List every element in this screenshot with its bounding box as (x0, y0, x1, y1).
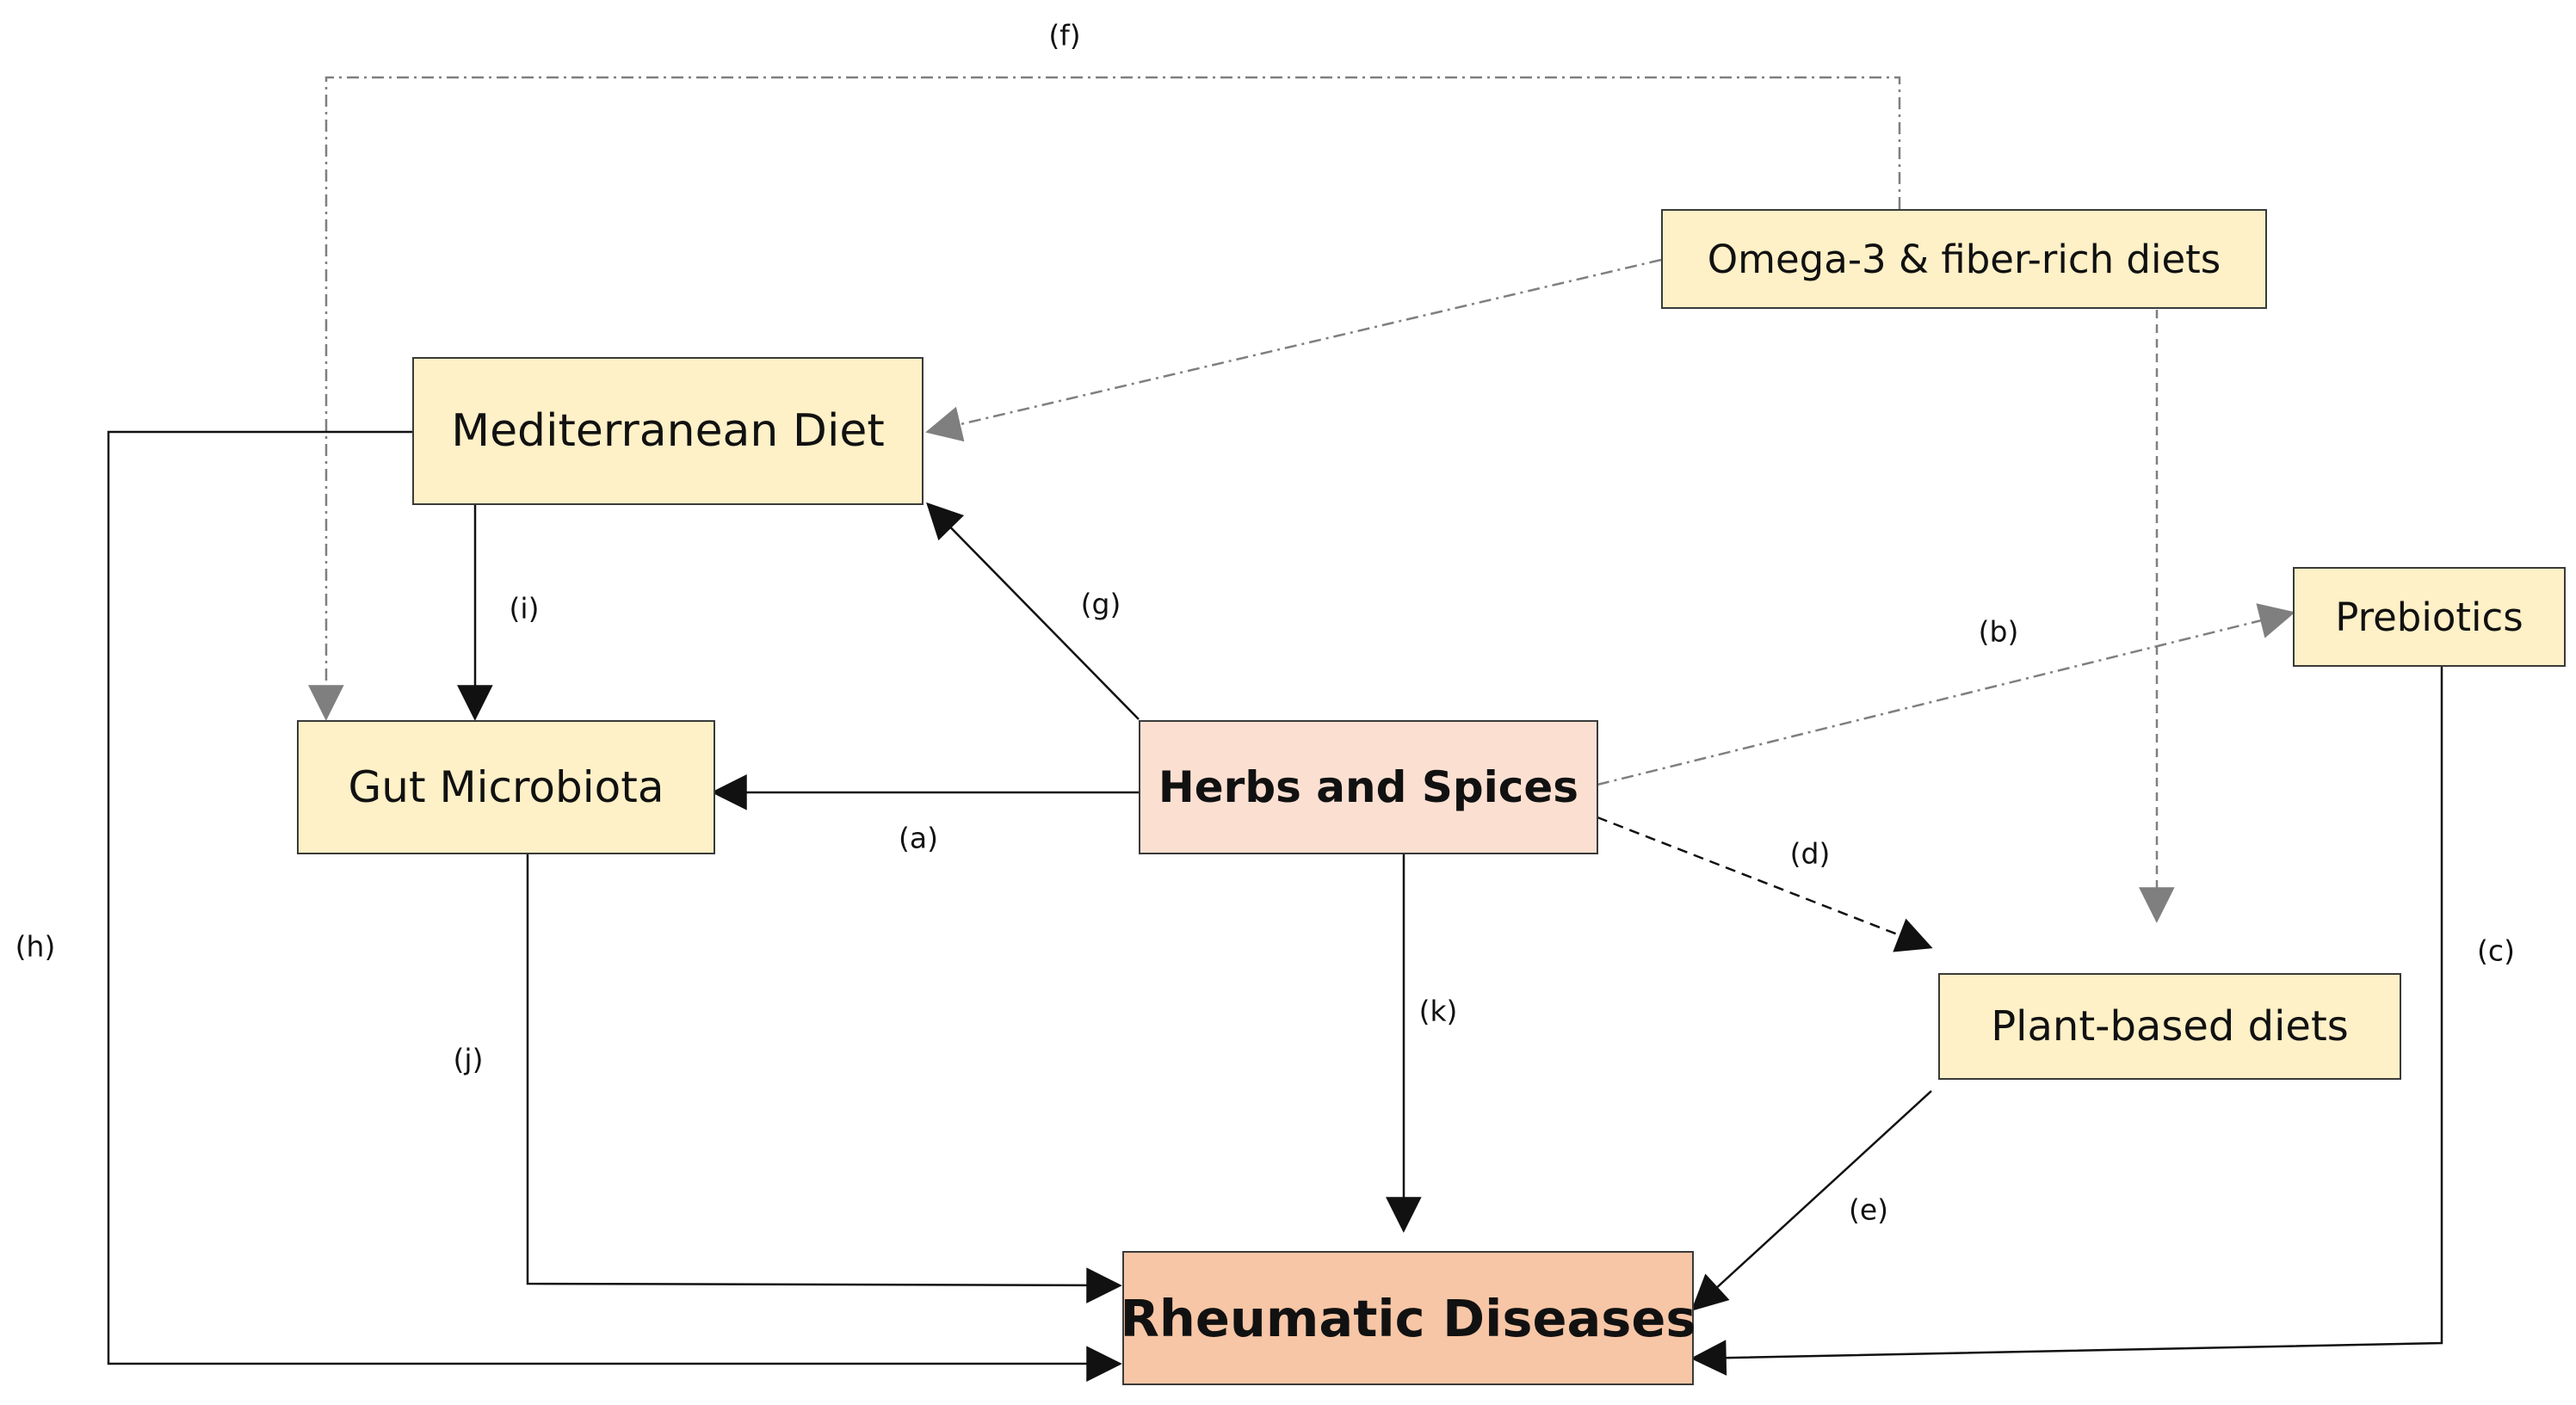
edge-label-j: (j) (453, 1042, 484, 1076)
edge-label-g: (g) (1080, 587, 1121, 621)
edge-g-line (926, 502, 1140, 720)
edge-c-line (1690, 662, 2443, 1376)
edge-b-line (1597, 603, 2295, 786)
node-mediterranean-diet: Mediterranean Diet (412, 357, 924, 505)
edge-e-line (1690, 1090, 1932, 1311)
edge-h-line (107, 430, 1122, 1382)
edge-label-e: (e) (1848, 1192, 1889, 1227)
edge-label-f: (f) (1048, 18, 1081, 52)
node-herbs-and-spices: Herbs and Spices (1139, 720, 1598, 854)
edge-j-line (526, 854, 1122, 1303)
node-prebiotics: Prebiotics (2293, 567, 2566, 667)
edge-label-h: (h) (15, 929, 56, 964)
node-rheumatic-diseases: Rheumatic Diseases (1120, 1251, 1696, 1385)
edge-label-i: (i) (509, 591, 540, 625)
node-gut-microbiota: Gut Microbiota (297, 720, 715, 854)
edge-d-line (1597, 816, 1933, 952)
edge-omega-mediterranean-line (925, 258, 1662, 442)
edge-label-d: (d) (1789, 836, 1831, 871)
node-omega-3-fiber-rich-diets: Omega-3 & fiber-rich diets (1661, 209, 2267, 309)
node-plant-based-diets: Plant-based diets (1938, 973, 2401, 1080)
edge-label-c: (c) (2477, 934, 2515, 968)
edge-label-b: (b) (1978, 614, 2019, 649)
edge-f-line (308, 76, 1901, 721)
edge-label-k: (k) (1418, 994, 1458, 1028)
edge-label-a: (a) (899, 821, 938, 855)
